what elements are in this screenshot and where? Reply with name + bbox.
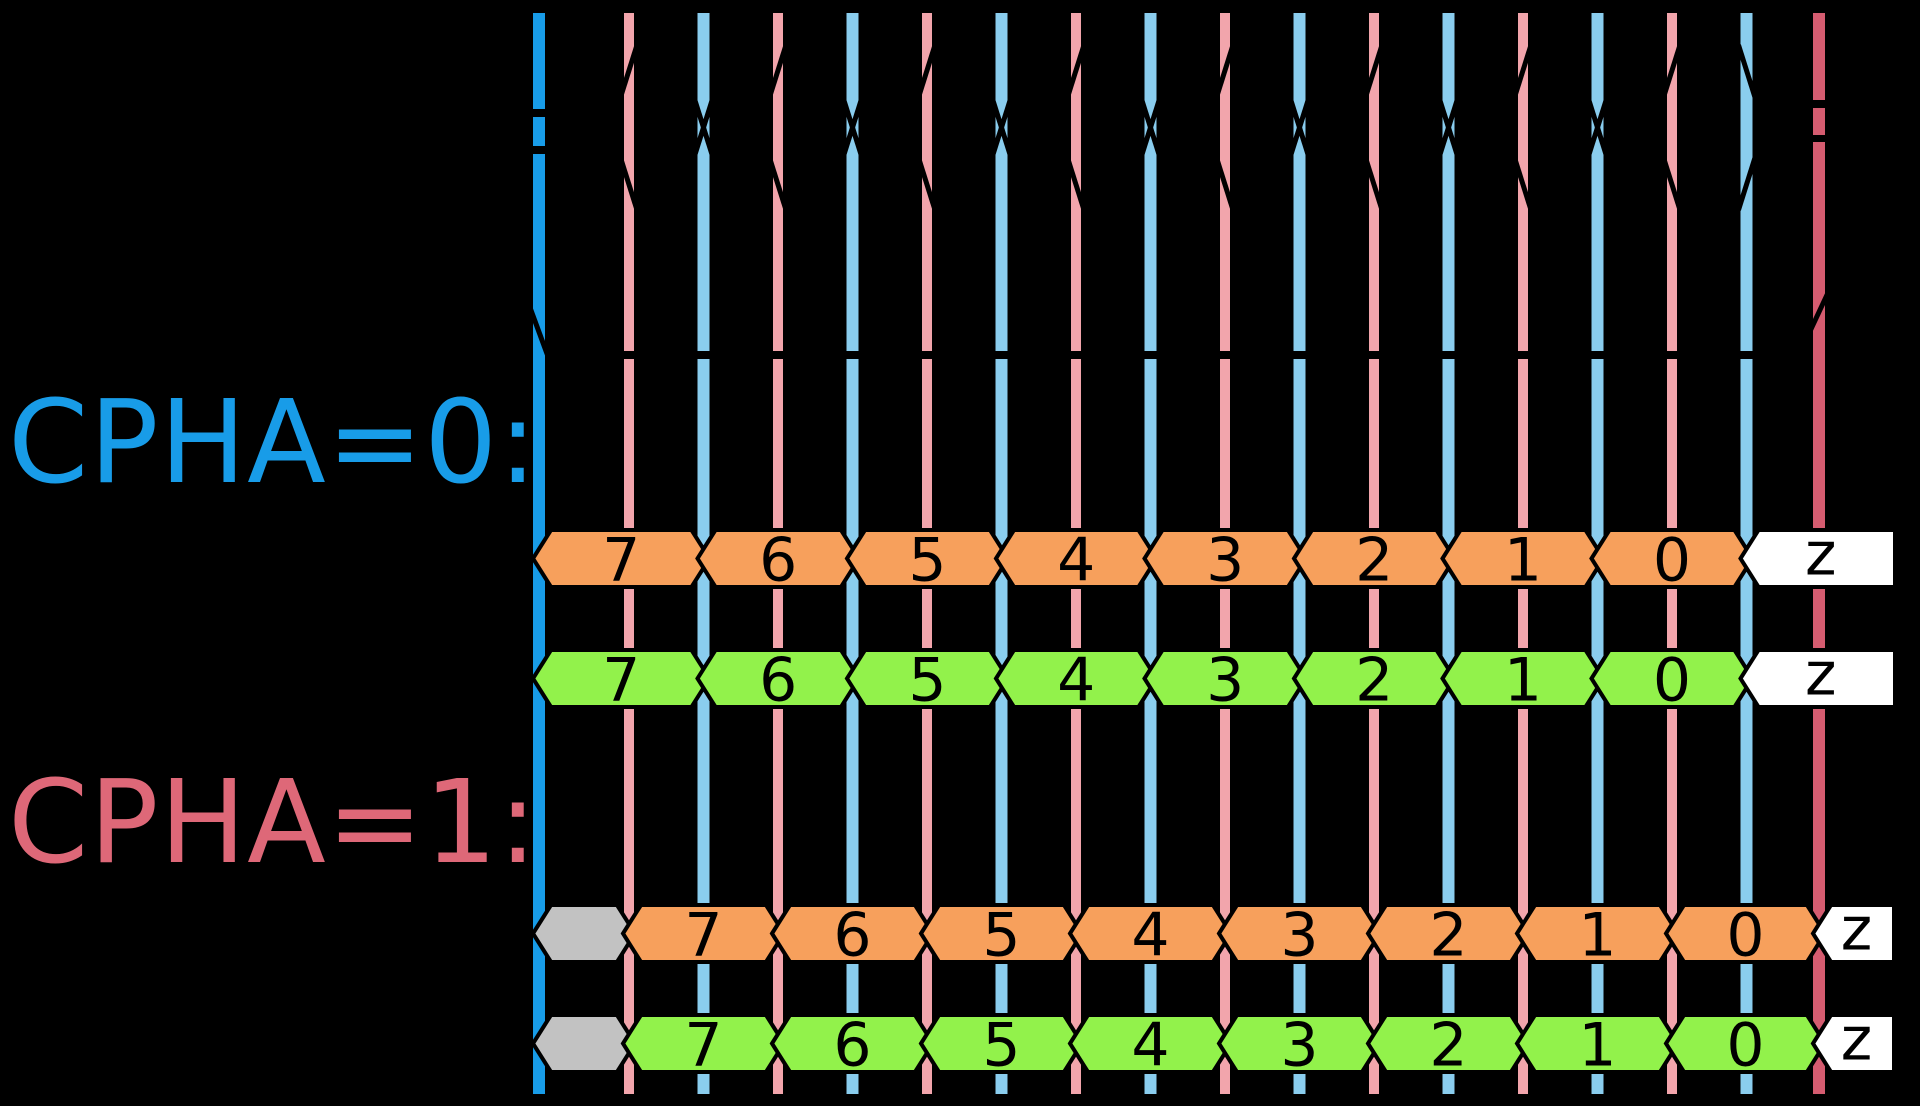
rail-gap <box>1516 351 1530 359</box>
bit-value-label: z <box>1841 895 1873 965</box>
bit-value-label: 5 <box>982 901 1020 971</box>
rail-gap <box>1142 351 1159 359</box>
waveform-edge-mark <box>1420 44 1477 211</box>
bit-value-label: 4 <box>1057 646 1095 716</box>
bit-value-label: 1 <box>1504 646 1542 716</box>
rail-gap <box>1738 351 1755 359</box>
bit-value-label: 1 <box>1578 1011 1616 1081</box>
bit-value-label: 6 <box>833 1011 871 1081</box>
waveform-edge-mark <box>1178 44 1236 211</box>
waveform-edge-mark <box>675 44 732 211</box>
bit-value-label: z <box>1805 640 1837 710</box>
bit-value-label: 5 <box>908 526 946 596</box>
waveform-edge-mark <box>824 44 881 211</box>
waveform-edge-mark <box>1736 44 1793 211</box>
bit-value-label: 0 <box>1653 526 1691 596</box>
bit-value-label: 4 <box>1131 1011 1169 1081</box>
bit-value-label: 1 <box>1504 526 1542 596</box>
bit-value-label: 3 <box>1280 901 1318 971</box>
waveform-edge-mark <box>582 44 640 211</box>
bit-value-label: 3 <box>1206 526 1244 596</box>
label-cpha1: CPHA=1: <box>8 756 539 890</box>
bit-value-label: 7 <box>684 1011 722 1081</box>
rail-gap <box>622 351 636 359</box>
bit-value-label: 4 <box>1057 526 1095 596</box>
bit-value-label: 0 <box>1653 646 1691 716</box>
idle-segment <box>530 903 638 964</box>
rail-gap <box>844 351 861 359</box>
rail-gap <box>1218 351 1232 359</box>
bit-value-label: z <box>1805 520 1837 590</box>
waveform-edge-mark <box>973 44 1030 211</box>
bit-value-label: 6 <box>759 646 797 716</box>
waveform-edge-mark <box>1029 44 1087 211</box>
rail-gap <box>1069 351 1083 359</box>
bit-value-label: 7 <box>602 646 640 716</box>
bit-value-label: z <box>1841 1005 1873 1075</box>
rail-gap <box>1811 135 1827 142</box>
waveform-edge-mark <box>1625 44 1683 211</box>
bit-value-label: 7 <box>602 526 640 596</box>
rail-gap <box>1589 351 1606 359</box>
waveform-rail-gaps <box>531 100 1827 359</box>
rail-gap <box>920 351 934 359</box>
bit-value-label: 5 <box>908 646 946 716</box>
data-bit-row-cpha1-1: 7 6 5 4 3 2 1 0 z <box>530 1005 1896 1081</box>
rail-gap <box>1811 100 1827 108</box>
rail-gap <box>993 351 1010 359</box>
rail-gap <box>1440 351 1457 359</box>
waveform-edge-mark <box>1271 44 1328 211</box>
rail-gap <box>1665 351 1679 359</box>
bit-value-label: 2 <box>1429 901 1467 971</box>
rail-gap <box>771 351 785 359</box>
waveform-edge-mark <box>1122 44 1179 211</box>
idle-segment <box>530 1013 638 1074</box>
bit-value-label: 2 <box>1429 1011 1467 1081</box>
bit-value-label: 6 <box>833 901 871 971</box>
rail-gap <box>531 146 547 154</box>
bit-value-label: 1 <box>1578 901 1616 971</box>
waveform-edge-mark <box>1327 44 1385 211</box>
clock-waveform-marks <box>522 44 1836 371</box>
bit-value-label: 7 <box>684 901 722 971</box>
label-cpha0: CPHA=0: <box>8 376 539 510</box>
rail-gap <box>1291 351 1308 359</box>
waveform-edge-mark <box>522 293 556 371</box>
rail-gap <box>1367 351 1381 359</box>
data-bit-row-cpha0-0: 7 6 5 4 3 2 1 0 z <box>530 520 1897 596</box>
waveform-edge-mark <box>731 44 789 211</box>
bit-value-label: 6 <box>759 526 797 596</box>
tristate-segment <box>1810 903 1896 964</box>
waveform-edge-mark <box>1802 280 1836 344</box>
waveform-edge-mark <box>1569 44 1626 211</box>
tristate-segment <box>1738 528 1897 589</box>
bit-value-label: 3 <box>1206 646 1244 716</box>
bit-value-label: 2 <box>1355 646 1393 716</box>
data-bit-row-cpha1-0: 7 6 5 4 3 2 1 0 z <box>530 895 1896 971</box>
bit-value-label: 0 <box>1726 901 1764 971</box>
bit-value-label: 0 <box>1726 1011 1764 1081</box>
data-bit-row-cpha0-1: 7 6 5 4 3 2 1 0 z <box>530 640 1897 716</box>
bit-value-label: 3 <box>1280 1011 1318 1081</box>
waveform-edge-mark <box>880 44 938 211</box>
tristate-segment <box>1810 1013 1896 1074</box>
waveform-edge-mark <box>1476 44 1534 211</box>
rail-gap <box>695 351 712 359</box>
rail-gap <box>531 109 547 117</box>
bit-value-label: 5 <box>982 1011 1020 1081</box>
tristate-segment <box>1738 648 1897 709</box>
bit-value-label: 2 <box>1355 526 1393 596</box>
bit-value-label: 4 <box>1131 901 1169 971</box>
